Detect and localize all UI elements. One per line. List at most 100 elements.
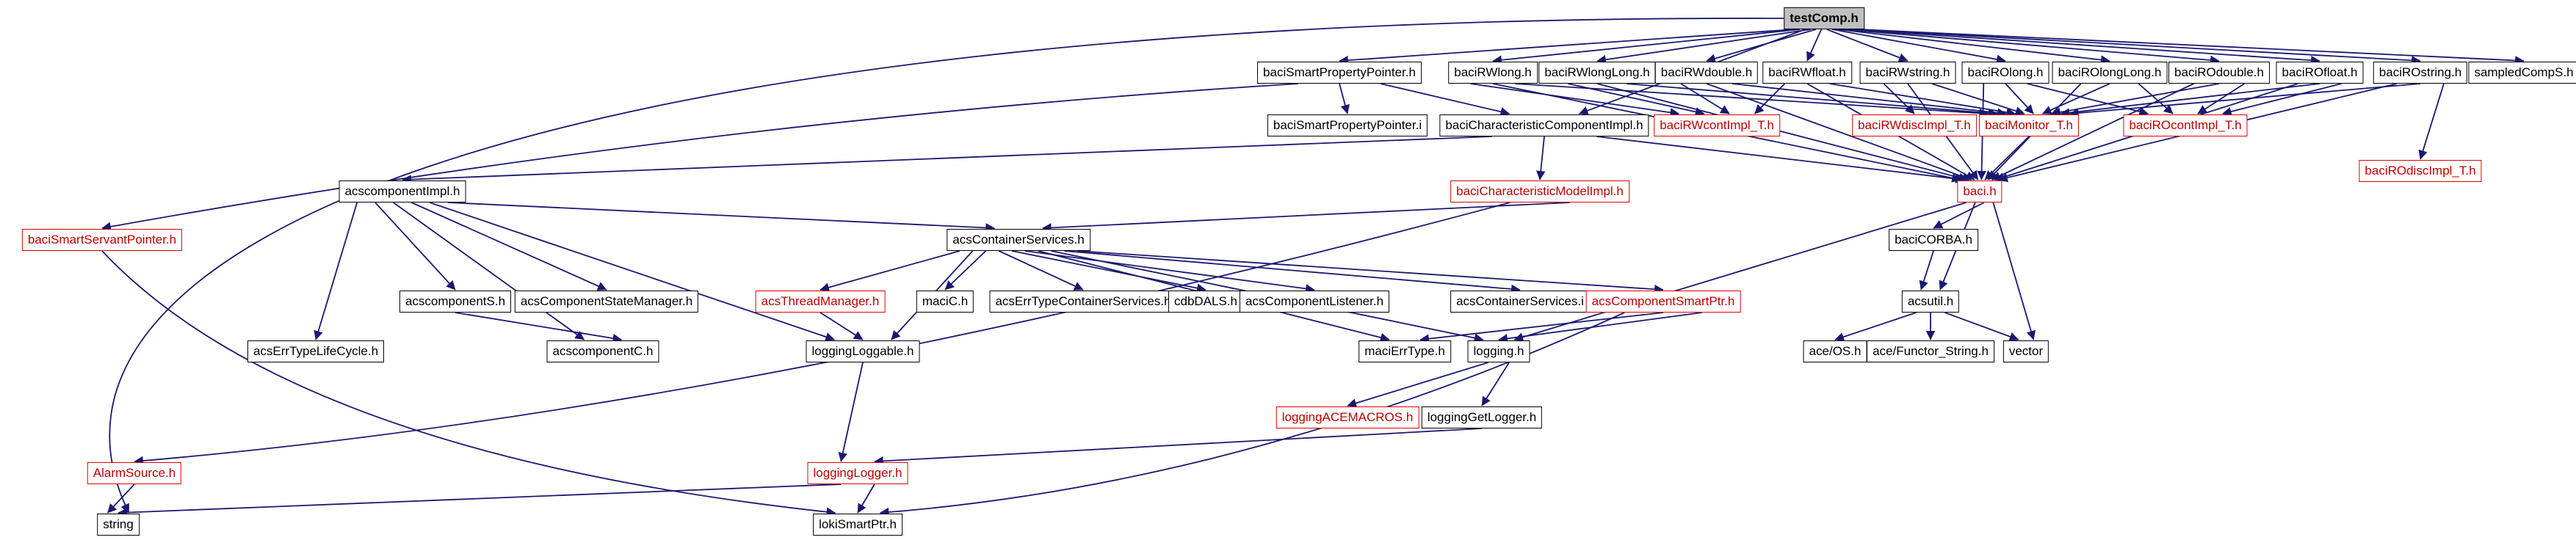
include-edge: [874, 428, 1483, 466]
include-edge: [944, 250, 987, 291]
include-edge: [101, 250, 836, 517]
include-edge: [1596, 29, 1811, 65]
graph-node-bacirwfloat-h[interactable]: baciRWfloat.h: [1762, 62, 1852, 84]
include-edge: [2005, 83, 2034, 114]
include-edge: [1853, 29, 2421, 65]
include-edge: [1419, 312, 1664, 343]
include-edge: [1848, 29, 2320, 65]
include-edge: [1806, 29, 1823, 62]
include-edge: [1535, 136, 1546, 180]
graph-node-macierrtype-h[interactable]: maciErrType.h: [1358, 340, 1451, 363]
graph-node-acscomponents-h[interactable]: acscomponentS.h: [399, 291, 512, 313]
graph-node-bacicharacteristiccomponentimpl-h[interactable]: baciCharacteristicComponentImpl.h: [1439, 114, 1649, 137]
include-edge: [1931, 83, 2025, 116]
include-edge: [1515, 83, 1989, 118]
graph-node-acscontainerservices-i[interactable]: acsContainerServices.i: [1450, 291, 1590, 313]
include-edge: [1732, 83, 2007, 117]
graph-node-cdbdals-h[interactable]: cdbDALS.h: [1168, 291, 1243, 313]
include-edge: [429, 202, 835, 342]
include-edge: [1991, 83, 2194, 180]
graph-node-bacirwlonglong-h[interactable]: baciRWlongLong.h: [1538, 62, 1656, 84]
graph-node-acscomponentlistener-h[interactable]: acsComponentListener.h: [1239, 291, 1390, 313]
include-edge: [1831, 29, 2006, 65]
include-edge: [2051, 83, 2220, 117]
include-edge: [1011, 250, 1206, 293]
include-edge: [1992, 202, 2036, 340]
include-edge: [455, 312, 623, 343]
graph-node-bacirostring-h[interactable]: baciROstring.h: [2373, 62, 2468, 84]
graph-node-alarmsource-h[interactable]: AlarmSource.h: [87, 462, 182, 485]
graph-node-acserrtypecontainerservices-h[interactable]: acsErrTypeContainerServices.h: [989, 291, 1177, 313]
include-edge: [1481, 362, 1510, 406]
graph-node-bacirofloat-h[interactable]: baciROfloat.h: [2276, 62, 2364, 84]
graph-node-bacirolong-h[interactable]: baciROlong.h: [1961, 62, 2049, 84]
graph-node-bacirodouble-h[interactable]: baciROdouble.h: [2168, 62, 2270, 84]
graph-node-testcomp-h[interactable]: testComp.h: [1784, 7, 1864, 30]
include-edge: [1492, 29, 1801, 65]
graph-node-bacirwlong-h[interactable]: baciRWlong.h: [1448, 62, 1538, 84]
graph-node-bacirocontimpl-t-h[interactable]: baciROcontImpl_T.h: [2123, 114, 2248, 137]
graph-node-acscomponentstatemanager-h[interactable]: acsComponentStateManager.h: [514, 291, 699, 313]
graph-node-loggingloggable-h[interactable]: loggingLoggable.h: [806, 340, 920, 363]
include-edge: [109, 18, 1784, 514]
graph-node-bacimonitor-t-h[interactable]: baciMonitor_T.h: [1978, 114, 2080, 137]
graph-node-acserrtypelifecycle-h[interactable]: acsErrTypeLifeCycle.h: [247, 340, 385, 363]
include-edge: [1347, 362, 1489, 408]
graph-node-acscontainerservices-h[interactable]: acsContainerServices.h: [947, 229, 1090, 252]
include-edge: [375, 202, 456, 291]
graph-node-acsutil-h[interactable]: acsutil.h: [1901, 291, 1960, 313]
include-edge: [1380, 83, 1510, 117]
include-edge: [1829, 83, 2016, 117]
graph-node-lokismartptr-h[interactable]: lokiSmartPtr.h: [813, 514, 902, 536]
include-edge: [2418, 83, 2445, 160]
graph-node-ace-os-h[interactable]: ace/OS.h: [1803, 340, 1867, 363]
include-edge: [2069, 83, 2421, 118]
graph-node-loggingacemacros-h[interactable]: loggingACEMACROS.h: [1276, 406, 1419, 429]
include-edge: [1042, 202, 1570, 233]
graph-node-bacicorba-h[interactable]: baciCORBA.h: [1889, 229, 1978, 252]
graph-node-string[interactable]: string: [97, 514, 140, 536]
graph-node-macic-h[interactable]: maciC.h: [916, 291, 974, 313]
graph-node-bacirwdouble-h[interactable]: baciRWdouble.h: [1654, 62, 1759, 84]
graph-node-baci-h[interactable]: baci.h: [1957, 180, 2002, 203]
graph-node-vector[interactable]: vector: [2002, 340, 2049, 363]
include-edge: [134, 202, 1510, 466]
graph-node-acscomponentc-h[interactable]: acscomponentC.h: [546, 340, 659, 363]
graph-node-logginggetlogger-h[interactable]: loggingGetLogger.h: [1421, 406, 1543, 429]
graph-node-bacicharacteristicmodelimpl-h[interactable]: baciCharacteristicModelImpl.h: [1450, 180, 1629, 203]
include-edge: [1596, 83, 1969, 183]
include-edge: [1498, 312, 1702, 343]
graph-node-logginglogger-h[interactable]: loggingLogger.h: [807, 462, 908, 485]
include-edge: [1077, 250, 1664, 294]
include-edge: [117, 484, 842, 517]
include-edge: [1596, 136, 1965, 183]
graph-node-bacismartpropertypointer-i[interactable]: baciSmartPropertyPointer.i: [1267, 114, 1428, 137]
graph-node-acscomponentimpl-h[interactable]: acscomponentImpl.h: [339, 180, 466, 203]
include-edge: [393, 202, 585, 340]
graph-node-bacismartpropertypointer-h[interactable]: baciSmartPropertyPointer.h: [1257, 62, 1422, 84]
graph-node-bacirwdiscimpl-t-h[interactable]: baciRWdiscImpl_T.h: [1852, 114, 1977, 137]
graph-node-bacirolonglong-h[interactable]: baciROlongLong.h: [2052, 62, 2168, 84]
graph-node-logging-h[interactable]: logging.h: [1467, 340, 1530, 363]
graph-node-sampledcomps-h[interactable]: sampledCompS.h: [2468, 62, 2576, 84]
graph-node-acscomponentsmartptr-h[interactable]: acsComponentSmartPtr.h: [1585, 291, 1741, 313]
include-edge: [2138, 83, 2174, 114]
include-edge: [1513, 202, 1967, 342]
graph-node-acsthreadmanager-h[interactable]: acsThreadManager.h: [755, 291, 886, 313]
graph-node-bacirwstring-h[interactable]: baciRWstring.h: [1859, 62, 1956, 84]
graph-node-ace-functor-string-h[interactable]: ace/Functor_String.h: [1867, 340, 1994, 363]
include-edge: [314, 202, 358, 340]
include-edge: [1706, 83, 1972, 181]
include-edge: [1859, 29, 2525, 65]
include-edge: [1064, 250, 1521, 294]
graph-node-bacirwcontimpl-t-h[interactable]: baciRWcontImpl_T.h: [1654, 114, 1780, 137]
graph-node-bacirodiscimpl-t-h[interactable]: baciROdiscImpl_T.h: [2359, 160, 2482, 183]
include-edge: [2197, 83, 2245, 114]
include-edge: [1339, 29, 1795, 65]
include-edge: [1933, 202, 1985, 229]
include-edge: [1919, 250, 1934, 291]
include-edge: [402, 136, 1492, 184]
include-edge: [820, 250, 960, 292]
include-edge: [1339, 83, 1350, 114]
graph-node-bacismartservantpointer-h[interactable]: baciSmartServantPointer.h: [21, 229, 183, 252]
